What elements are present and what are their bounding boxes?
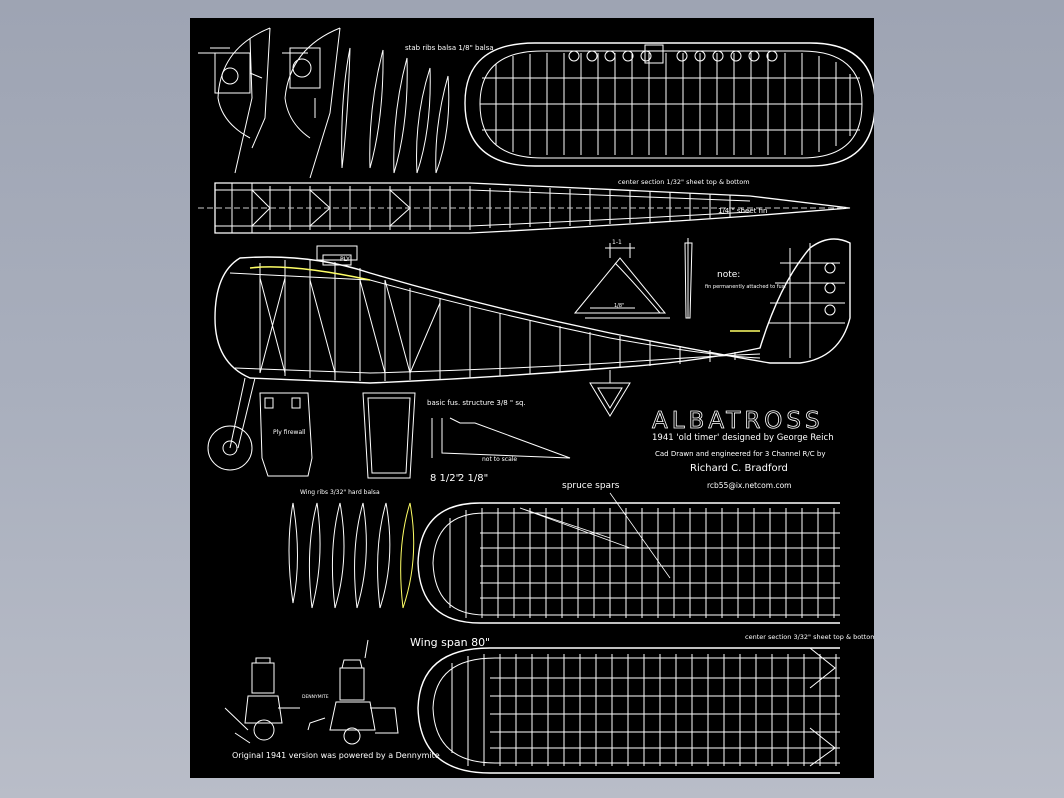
subtitle: 1941 'old timer' designed by George Reic… [652, 433, 834, 443]
stab-ribs [341, 47, 450, 174]
sheet-fin-label: 1/4 " sheet fin [718, 207, 767, 215]
title-albatross: ALBATROSS [652, 408, 824, 434]
center-section-stab-label: center section 1/32" sheet top & bottom [618, 178, 750, 186]
dimension-b: 2 1/8" [458, 473, 488, 484]
dennymite-label: DENNYMITE [302, 694, 329, 700]
ply-label: PLY [340, 256, 350, 263]
dimension-a: 8 1/2" [430, 473, 460, 484]
stabilizer-view [464, 42, 874, 167]
credit-line: Cad Drawn and engineered for 3 Channel R… [655, 450, 825, 458]
engine-drawings [224, 639, 399, 745]
drawing-sheet: stab ribs balsa 1/8" balsa center sectio… [190, 18, 874, 778]
original-version-note: Original 1941 version was powered by a D… [232, 751, 440, 760]
not-to-scale-label: not to scale [482, 456, 517, 463]
engine-cowl-views [198, 27, 341, 179]
note-detail: fin permanently attached to fus. [705, 284, 786, 290]
author-name: Richard C. Bradford [690, 463, 788, 474]
cad-drawing: stab ribs balsa 1/8" balsa center sectio… [198, 27, 874, 774]
wing-panel-lower [417, 647, 840, 774]
fuselage-top-view [198, 182, 851, 234]
wing-span-label: Wing span 80" [410, 636, 490, 649]
stab-ribs-label: stab ribs balsa 1/8" balsa [405, 44, 494, 52]
fuselage-formers [259, 245, 571, 479]
dim-small: 1/8" [614, 303, 624, 309]
note-label: note: [717, 270, 740, 280]
author-email: rcb55@ix.netcom.com [707, 481, 791, 490]
cabane-detail [573, 238, 693, 319]
center-section-wing-label: center section 3/32" sheet top & bottom [745, 633, 874, 641]
wing-ribs [288, 502, 415, 609]
spruce-spars-label: spruce spars [562, 481, 620, 491]
ply-firewall-label: Ply firewall [273, 429, 306, 436]
basic-fus-label: basic fus. structure 3/8 " sq. [427, 399, 526, 407]
wing-ribs-label: Wing ribs 3/32" hard balsa [300, 489, 380, 496]
wing-panel-upper [417, 492, 840, 624]
fuselage-side-view [207, 238, 851, 471]
view-label: 1-1 [612, 239, 622, 246]
